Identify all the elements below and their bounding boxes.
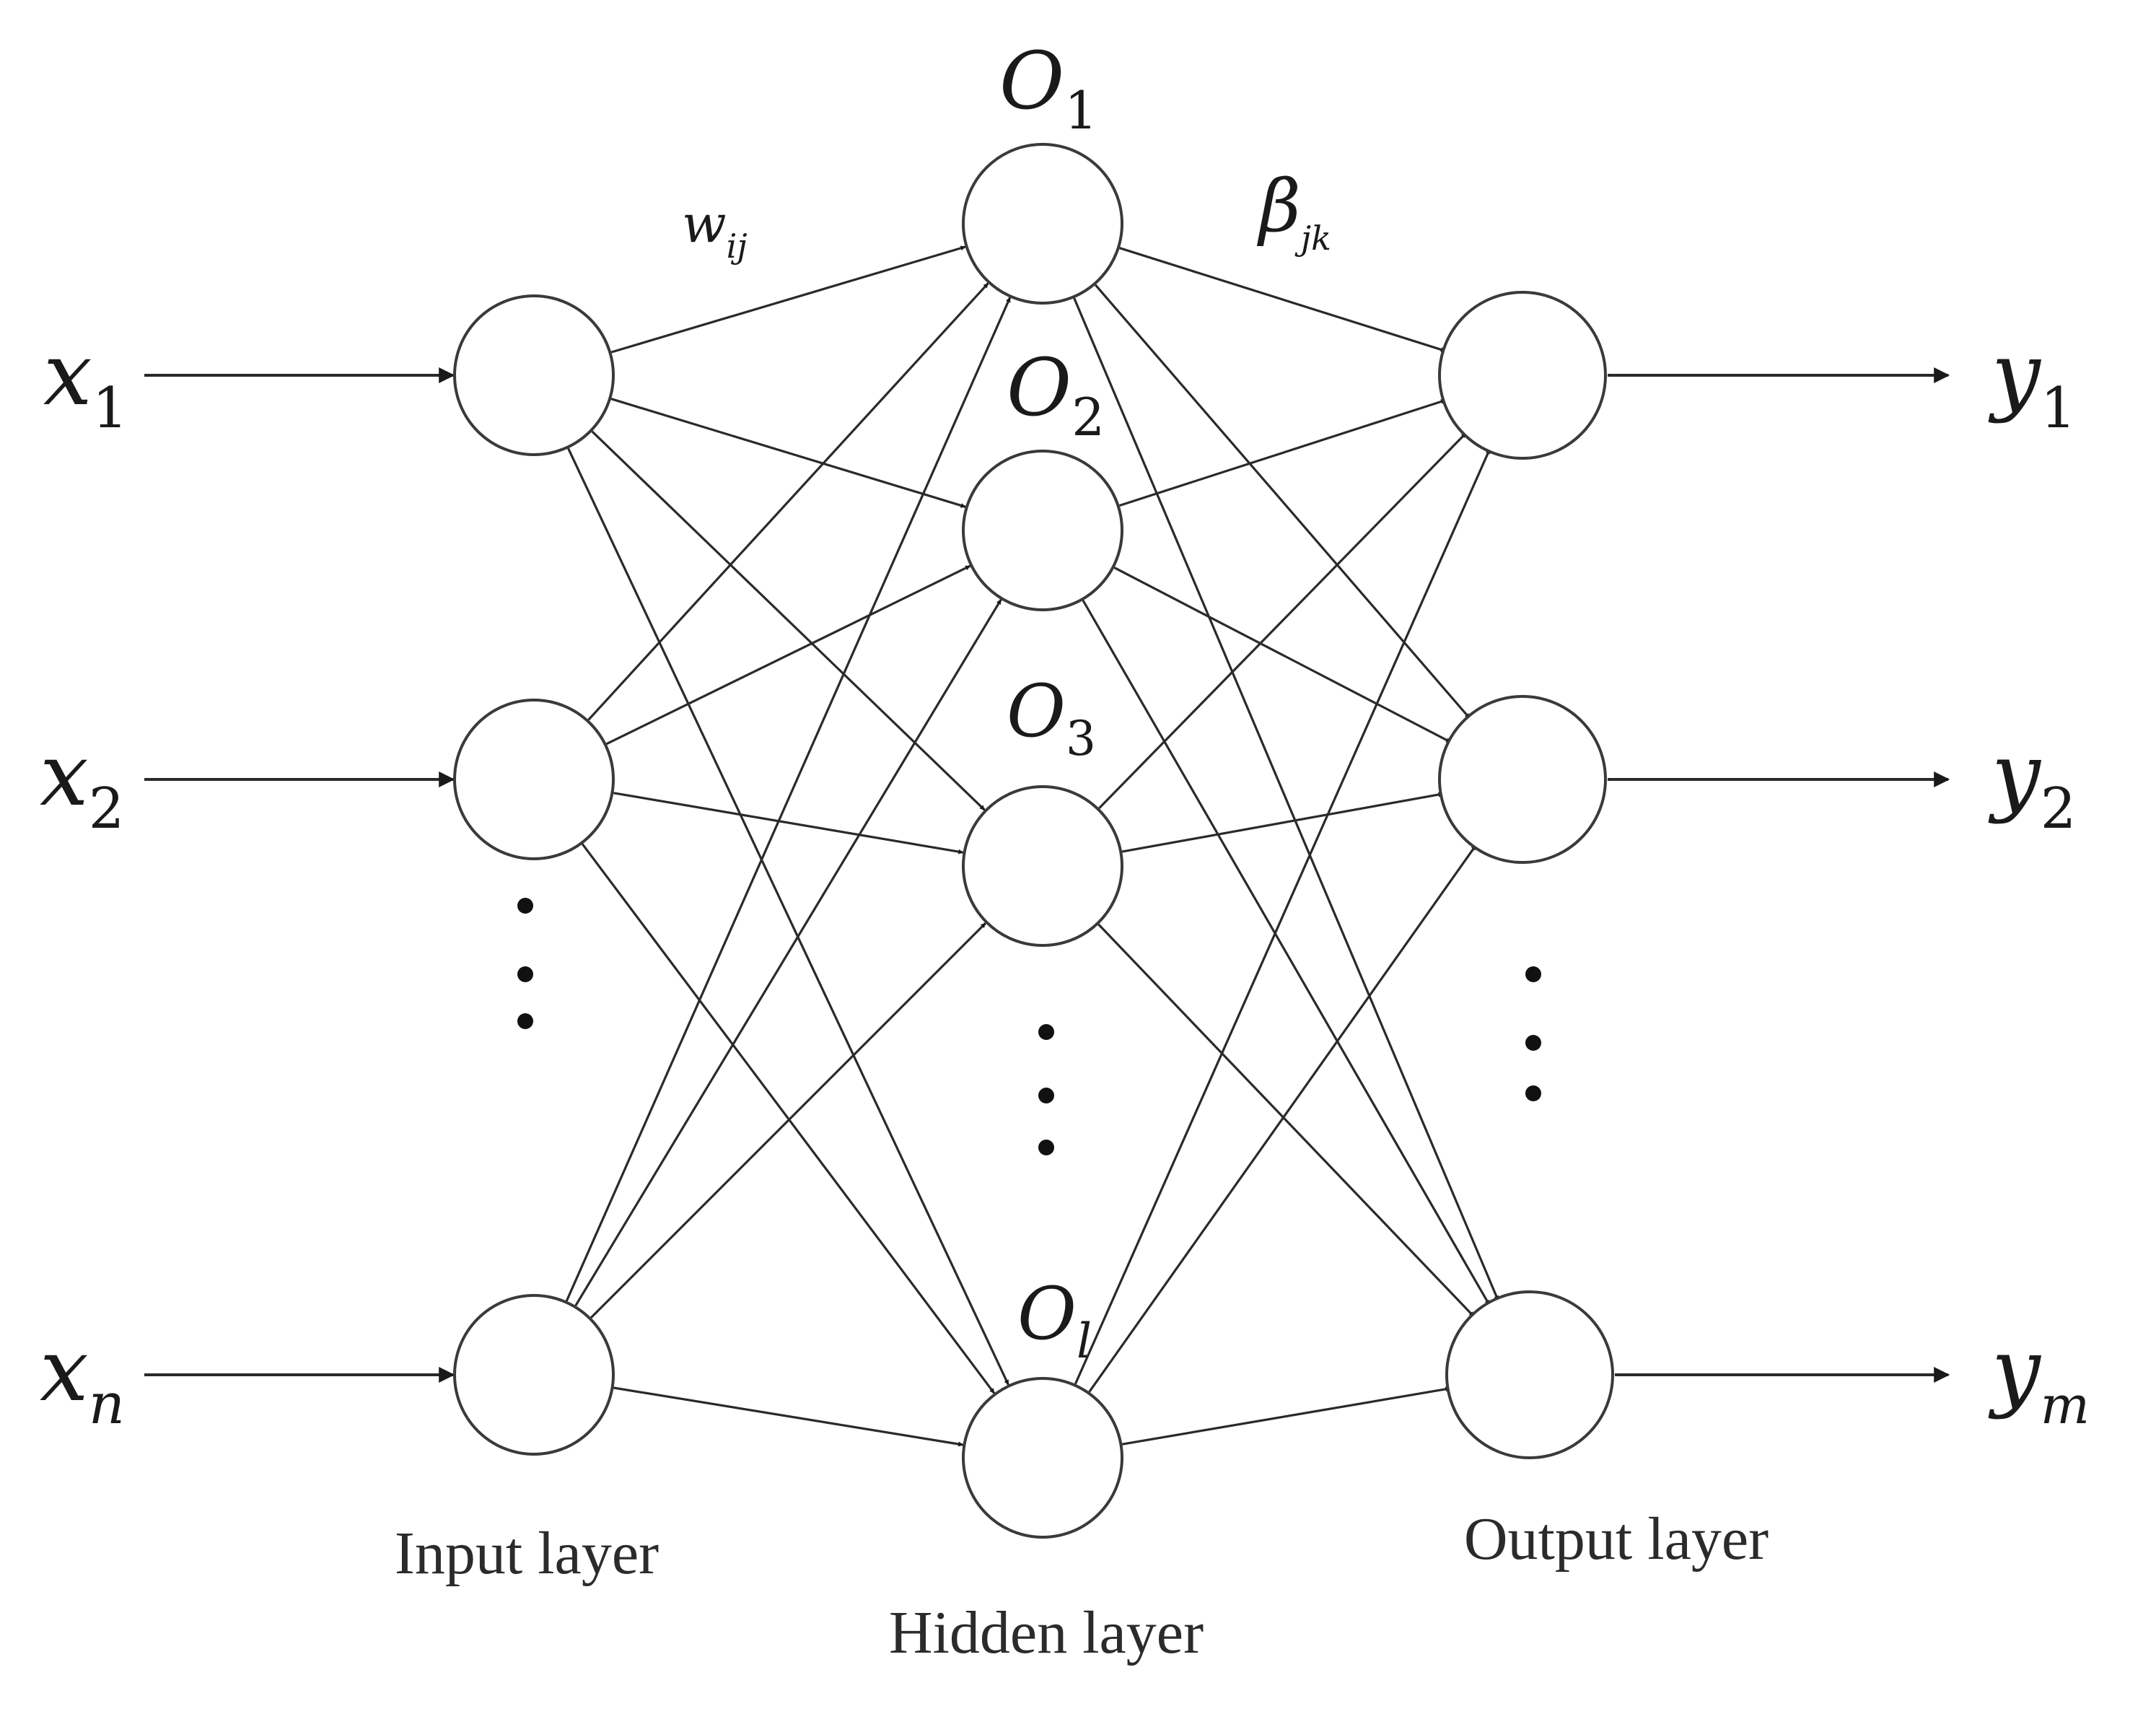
input-hidden-edge — [610, 398, 966, 508]
hidden-node-2 — [962, 450, 1123, 611]
hidden-node-l — [962, 1377, 1123, 1539]
hidden-ellipsis-dot — [1038, 1024, 1054, 1040]
hidden-label-1: O1 — [999, 35, 1097, 141]
input-ellipsis-dot — [517, 966, 533, 982]
input-layer-label: Input layer — [395, 1520, 659, 1587]
output-node-m — [1445, 1290, 1614, 1459]
hidden-output-edge — [1088, 844, 1477, 1393]
hidden-output-edge — [1094, 284, 1471, 720]
hidden-label-2: O2 — [1007, 341, 1105, 447]
hidden-node-1 — [962, 143, 1123, 305]
hidden-layer-label: Hidden layer — [889, 1599, 1204, 1666]
input-node-2 — [453, 699, 615, 860]
input-ellipsis — [517, 898, 533, 1029]
hidden-layer — [962, 143, 1123, 1539]
input-hidden-edge — [565, 297, 1012, 1302]
input-hidden-edge — [610, 245, 966, 354]
output-label-2: y2 — [1988, 725, 2076, 841]
hidden-output-edge — [1082, 600, 1491, 1306]
input-label-n: xn — [40, 1321, 125, 1437]
hidden-output-edge — [1122, 1386, 1451, 1446]
hidden-output-edge — [1113, 567, 1452, 743]
hidden-ellipsis-dot — [1038, 1088, 1054, 1103]
input-node-n — [453, 1294, 615, 1456]
output-label-1: y1 — [1988, 325, 2076, 441]
input-hidden-edge — [590, 922, 986, 1319]
output-ellipsis — [1525, 966, 1541, 1101]
output-ellipsis-dot — [1525, 966, 1541, 982]
input-layer — [453, 294, 615, 1456]
output-ellipsis-dot — [1525, 1085, 1541, 1101]
hidden-output-edge — [1074, 448, 1491, 1385]
hidden-output-edge — [1073, 297, 1499, 1301]
io-arrows — [144, 367, 1950, 1383]
input-hidden-edge — [613, 792, 964, 854]
output-layer — [1438, 291, 1614, 1459]
input-label-2: x2 — [40, 725, 124, 841]
input-hidden-edge — [613, 1386, 964, 1447]
input-hidden-edge — [605, 564, 971, 745]
hidden-output-edge — [1098, 432, 1467, 810]
weight-label-input-hidden: wij — [682, 193, 748, 266]
hidden-output-edge — [1121, 792, 1444, 853]
input-hidden-edge — [591, 430, 986, 811]
hidden-output-edge — [1119, 247, 1446, 352]
hidden-ellipsis-dot — [1038, 1140, 1054, 1155]
input-hidden-edge — [581, 843, 996, 1394]
input-hidden-edge — [567, 447, 1009, 1386]
output-node-1 — [1438, 291, 1607, 460]
hidden-output-edge — [1097, 923, 1475, 1318]
input-node-1 — [453, 294, 615, 456]
hidden-ellipsis — [1038, 1024, 1054, 1155]
output-node-2 — [1438, 695, 1607, 864]
input-label-1: x1 — [43, 325, 128, 441]
connection-edges — [565, 245, 1499, 1447]
output-label-m: ym — [1988, 1321, 2090, 1435]
hidden-label-3: O3 — [1007, 669, 1096, 766]
output-ellipsis-dot — [1525, 1035, 1541, 1051]
input-ellipsis-dot — [517, 898, 533, 914]
output-layer-label: Output layer — [1464, 1505, 1769, 1573]
input-ellipsis-dot — [517, 1013, 533, 1029]
hidden-label-l: Ol — [1017, 1272, 1092, 1369]
hidden-output-edge — [1119, 398, 1447, 507]
input-hidden-edge — [574, 599, 1002, 1306]
weight-label-hidden-output: βjk — [1256, 164, 1331, 258]
hidden-node-3 — [962, 785, 1123, 947]
input-hidden-edge — [587, 282, 989, 721]
